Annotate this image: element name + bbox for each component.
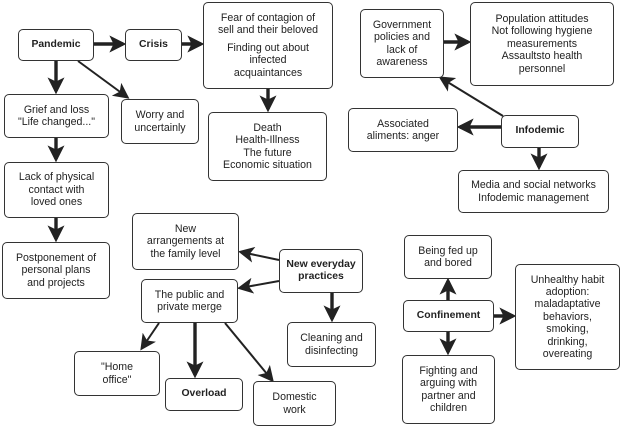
node-label: Confinement: [416, 309, 481, 321]
node-label: New everyday practices: [286, 258, 356, 282]
node-home-office: "Home office": [74, 351, 160, 396]
node-label: Cleaning and disinfecting: [300, 332, 363, 357]
node-domestic: Domestic work: [253, 381, 336, 426]
node-new-arrangements: New arrangements at the family level: [132, 213, 239, 270]
node-label: The public and private merge: [154, 288, 225, 313]
node-label: Overload: [181, 388, 227, 400]
node-label: Postponement of personal plans and proje…: [15, 251, 97, 289]
node-fear: Fear of contagion of sell and their belo…: [203, 2, 333, 89]
node-postpone: Postponement of personal plans and proje…: [2, 242, 110, 299]
node-label: Death Health-Illness The future Economic…: [223, 121, 312, 171]
node-worry: Worry and uncertainly: [121, 99, 199, 144]
arrow-pandemic-to-worry: [77, 60, 130, 99]
node-label: Grief and loss "Life changed...": [17, 103, 96, 128]
node-label: Associated aliments: anger: [366, 117, 440, 142]
node-label: Pandemic: [31, 38, 81, 50]
node-media: Media and social networks Infodemic mana…: [458, 170, 609, 213]
node-label: Fear of contagion of sell and their belo…: [217, 11, 319, 37]
arrow-publicprivate-to-domestic: [224, 322, 274, 383]
node-pandemic: Pandemic: [18, 29, 94, 61]
node-label-secondary: Finding out about infected acquaintances: [227, 41, 309, 79]
node-gov: Government policies and lack of awarenes…: [360, 9, 444, 78]
node-label: Domestic work: [272, 391, 317, 416]
node-new-practices: New everyday practices: [279, 249, 363, 293]
node-fed-up: Being fed up and bored: [404, 235, 492, 279]
node-lack: Lack of physical contact with loved ones: [4, 162, 109, 218]
node-fighting: Fighting and arguing with partner and ch…: [402, 355, 495, 424]
node-label: "Home office": [100, 361, 134, 386]
node-population: Population attitudes Not following hygie…: [470, 2, 614, 86]
node-overload: Overload: [165, 378, 243, 411]
node-label: New arrangements at the family level: [146, 222, 225, 260]
arrow-newpractices-to-newarr: [238, 246, 280, 263]
node-confinement: Confinement: [403, 300, 494, 332]
node-label: Fighting and arguing with partner and ch…: [419, 364, 478, 414]
node-label: Unhealthy habit adoption: maladaptative …: [530, 273, 605, 361]
node-label: Government policies and lack of awarenes…: [372, 18, 432, 68]
node-label: Population attitudes Not following hygie…: [491, 12, 593, 75]
node-public-private: The public and private merge: [141, 279, 238, 323]
node-label: Media and social networks Infodemic mana…: [471, 179, 596, 204]
node-label: Infodemic: [515, 125, 565, 137]
node-crisis: Crisis: [125, 29, 182, 61]
arrow-newpractices-to-publicprivate: [237, 277, 280, 294]
node-unhealthy: Unhealthy habit adoption: maladaptative …: [515, 264, 620, 370]
node-associated: Associated aliments: anger: [348, 108, 458, 152]
node-infodemic: Infodemic: [501, 115, 579, 148]
node-label: Being fed up and bored: [418, 244, 478, 269]
arrow-publicprivate-to-homeoffice: [140, 322, 160, 351]
node-label: Crisis: [139, 38, 168, 50]
node-cleaning: Cleaning and disinfecting: [287, 322, 376, 367]
arrow-infodemic-to-gov: [438, 76, 504, 117]
node-label: Lack of physical contact with loved ones: [18, 171, 95, 209]
node-grief: Grief and loss "Life changed...": [4, 94, 109, 138]
node-label: Worry and uncertainly: [134, 109, 186, 134]
node-death: Death Health-Illness The future Economic…: [208, 112, 327, 181]
